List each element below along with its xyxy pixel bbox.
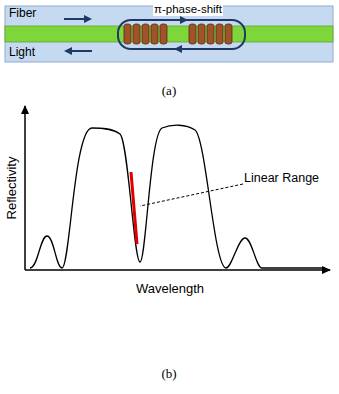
y-axis — [24, 106, 26, 270]
text-label: Fiber — [9, 7, 36, 20]
grating-bar — [216, 24, 223, 44]
text-label: (a) — [162, 84, 176, 98]
loop-arrow — [176, 48, 186, 50]
linear-range-segment — [131, 172, 137, 244]
forward-arrow — [64, 18, 90, 20]
fiber-core — [5, 26, 333, 42]
reflection-spectrum — [30, 125, 325, 268]
grating-bar — [160, 24, 167, 44]
text-label: Linear Range — [244, 172, 319, 186]
grating-bar — [124, 24, 131, 44]
text-label: π-phase-shift — [153, 3, 223, 16]
leader-line — [140, 184, 243, 206]
grating-bar — [207, 24, 214, 44]
grating-bar — [151, 24, 158, 44]
x-axis — [25, 269, 330, 271]
grating-bar — [198, 24, 205, 44]
grating-bar — [225, 24, 232, 44]
resonant-loop — [118, 20, 245, 49]
text-label: (b) — [161, 367, 176, 381]
backward-arrow — [66, 50, 92, 52]
bragg-grating — [124, 24, 232, 44]
grating-bar — [133, 24, 140, 44]
text-label: Wavelength — [136, 282, 204, 296]
grating-bar — [189, 24, 196, 44]
text-label: Reflectivity — [5, 157, 19, 220]
grating-bar — [142, 24, 149, 44]
loop-arrow — [176, 19, 186, 21]
text-label: Light — [9, 46, 35, 59]
